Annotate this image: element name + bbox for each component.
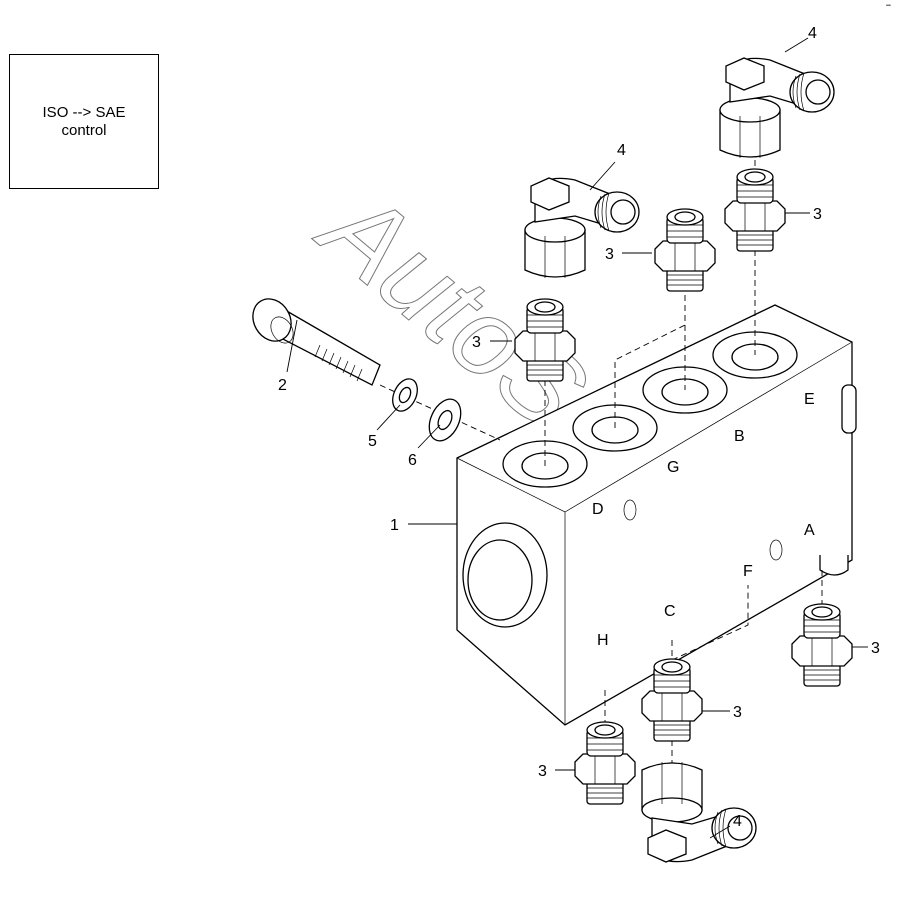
callout-3: 3: [813, 206, 822, 223]
callout-3: 3: [733, 704, 742, 721]
adapter-fitting: [724, 168, 786, 252]
callout-4: 4: [733, 813, 742, 830]
callout-4: 4: [617, 142, 626, 159]
port-label-e: E: [804, 391, 815, 408]
port-label-a: A: [804, 522, 815, 539]
washer-large: [428, 398, 462, 442]
corner-mark: •• •••: [885, 3, 891, 9]
callouts: 1 2 5 6 3 3 3 3 3 3 4 4 4 E B G D A F C …: [278, 25, 880, 839]
note-line-1: ISO --> SAE: [42, 103, 126, 121]
port-label-d: D: [592, 501, 604, 518]
port-label-c: C: [664, 603, 676, 620]
callout-1: 1: [390, 517, 399, 534]
callout-4: 4: [808, 25, 817, 42]
bolt: [252, 298, 381, 386]
port-label-b: B: [734, 428, 745, 445]
elbow-fitting: [719, 57, 835, 159]
callout-3: 3: [871, 640, 880, 657]
callout-2: 2: [278, 377, 287, 394]
callout-3: 3: [538, 763, 547, 780]
callout-6: 6: [408, 452, 417, 469]
note-line-2: control: [61, 121, 107, 139]
adapter-fitting: [791, 603, 853, 687]
port-label-f: F: [743, 563, 753, 580]
adapter-fitting: [574, 721, 636, 805]
port-label-h: H: [597, 632, 609, 649]
callout-5: 5: [368, 433, 377, 450]
callout-3: 3: [605, 246, 614, 263]
port-label-g: G: [667, 459, 679, 476]
iso-sae-note-box: ISO --> SAE control: [9, 54, 159, 189]
elbow-fitting: [524, 177, 640, 279]
adapter-fitting: [654, 208, 716, 292]
callout-3: 3: [472, 334, 481, 351]
washer-small: [392, 378, 418, 412]
elbow-fitting: [641, 761, 757, 863]
